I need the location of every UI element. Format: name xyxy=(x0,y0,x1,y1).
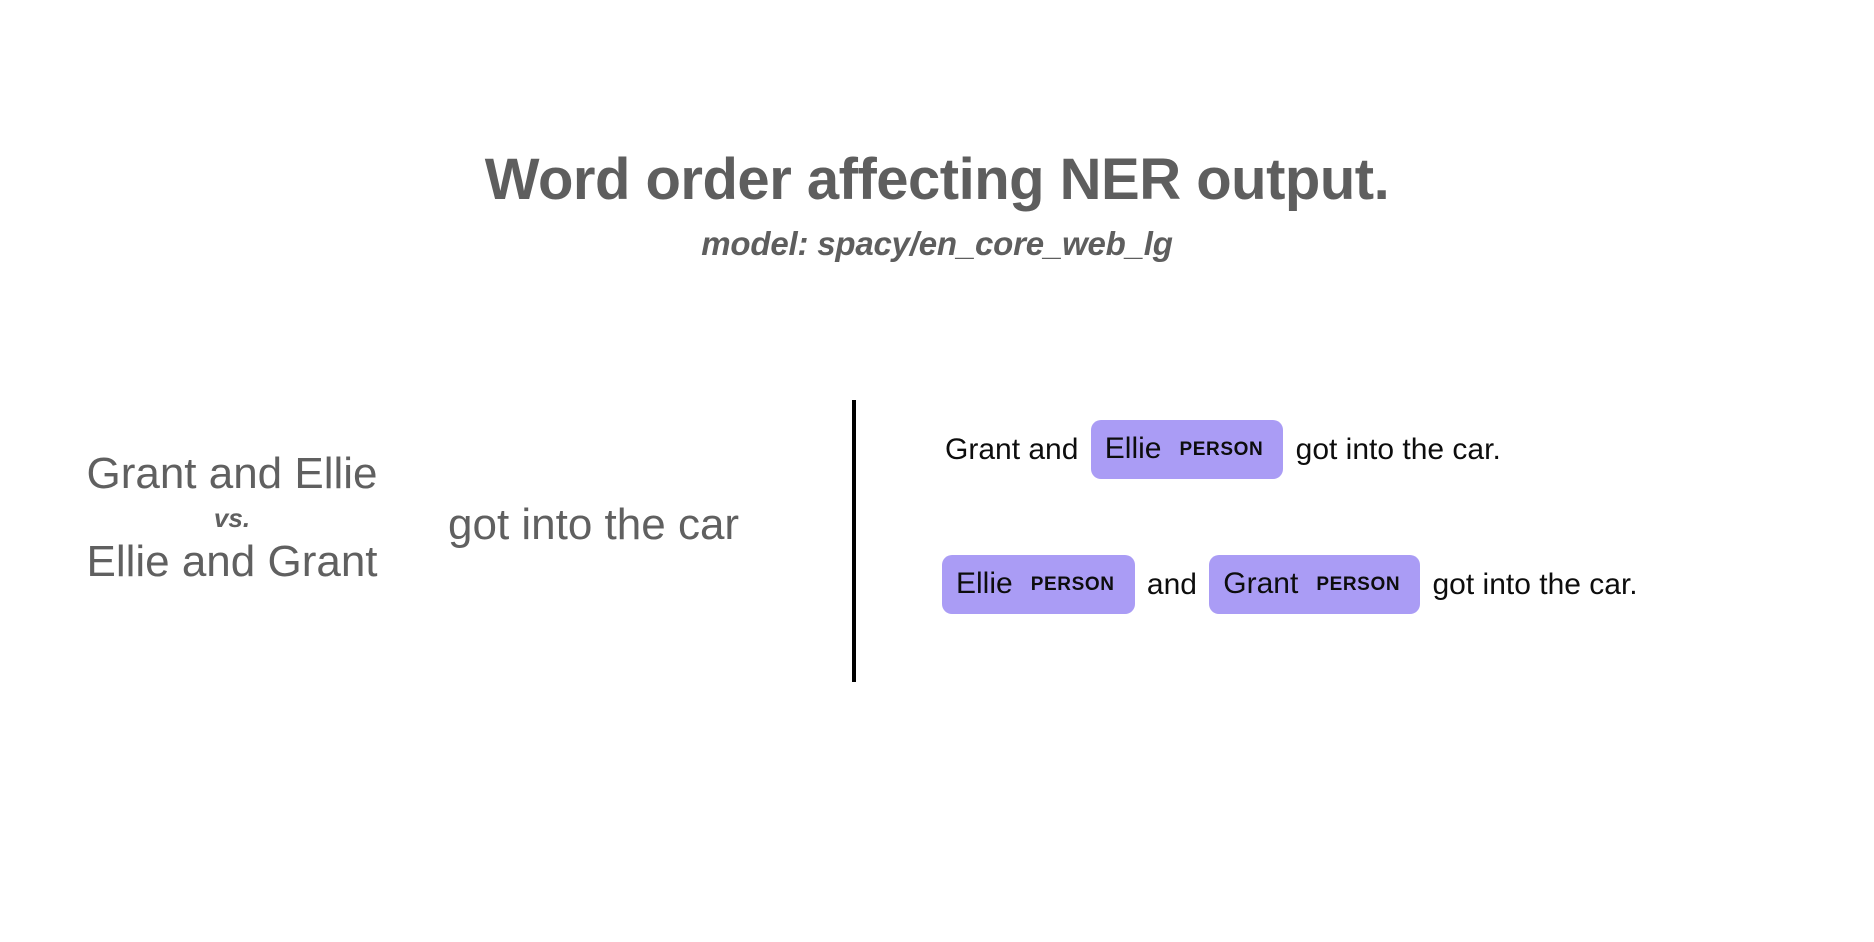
comparison-vs-label: vs. xyxy=(213,503,251,533)
comparison-panel: Grant and Ellie vs. Ellie and Grant got … xyxy=(0,452,830,632)
comparison-phrase-a: Grant and Ellie xyxy=(86,449,378,498)
ner-entity-text: Ellie xyxy=(956,567,1013,600)
ner-entity-text: Grant xyxy=(1223,567,1299,600)
ner-output-row-1: Grant and Ellie PERSON got into the car. xyxy=(945,420,1874,479)
ner-plain-text: Grant and xyxy=(945,432,1087,466)
comparison-stack: Grant and Ellie vs. Ellie and Grant xyxy=(62,452,402,584)
ner-plain-text: got into the car. xyxy=(1287,432,1501,466)
page-title: Word order affecting NER output. xyxy=(484,147,1390,212)
comparison-shared-tail: got into the car xyxy=(448,500,740,549)
ner-entity-label: PERSON xyxy=(1179,438,1264,460)
ner-entity-label: PERSON xyxy=(1316,573,1401,595)
ner-entity-chip[interactable]: Ellie PERSON xyxy=(942,555,1135,614)
ner-entity-chip[interactable]: Grant PERSON xyxy=(1209,555,1421,614)
header-block: Word order affecting NER output. model: … xyxy=(0,147,1874,263)
ner-entity-text: Ellie xyxy=(1104,432,1162,465)
ner-plain-text: and xyxy=(1138,567,1206,601)
vertical-divider xyxy=(852,400,856,682)
ner-entity-chip[interactable]: Ellie PERSON xyxy=(1090,420,1284,479)
page-subtitle-model: model: spacy/en_core_web_lg xyxy=(701,224,1173,262)
ner-plain-text: got into the car. xyxy=(1424,567,1638,601)
ner-entity-label: PERSON xyxy=(1030,573,1115,595)
ner-output-row-2: Ellie PERSON and Grant PERSON got into the… xyxy=(938,555,1874,614)
comparison-phrase-b: Ellie and Grant xyxy=(86,537,378,586)
